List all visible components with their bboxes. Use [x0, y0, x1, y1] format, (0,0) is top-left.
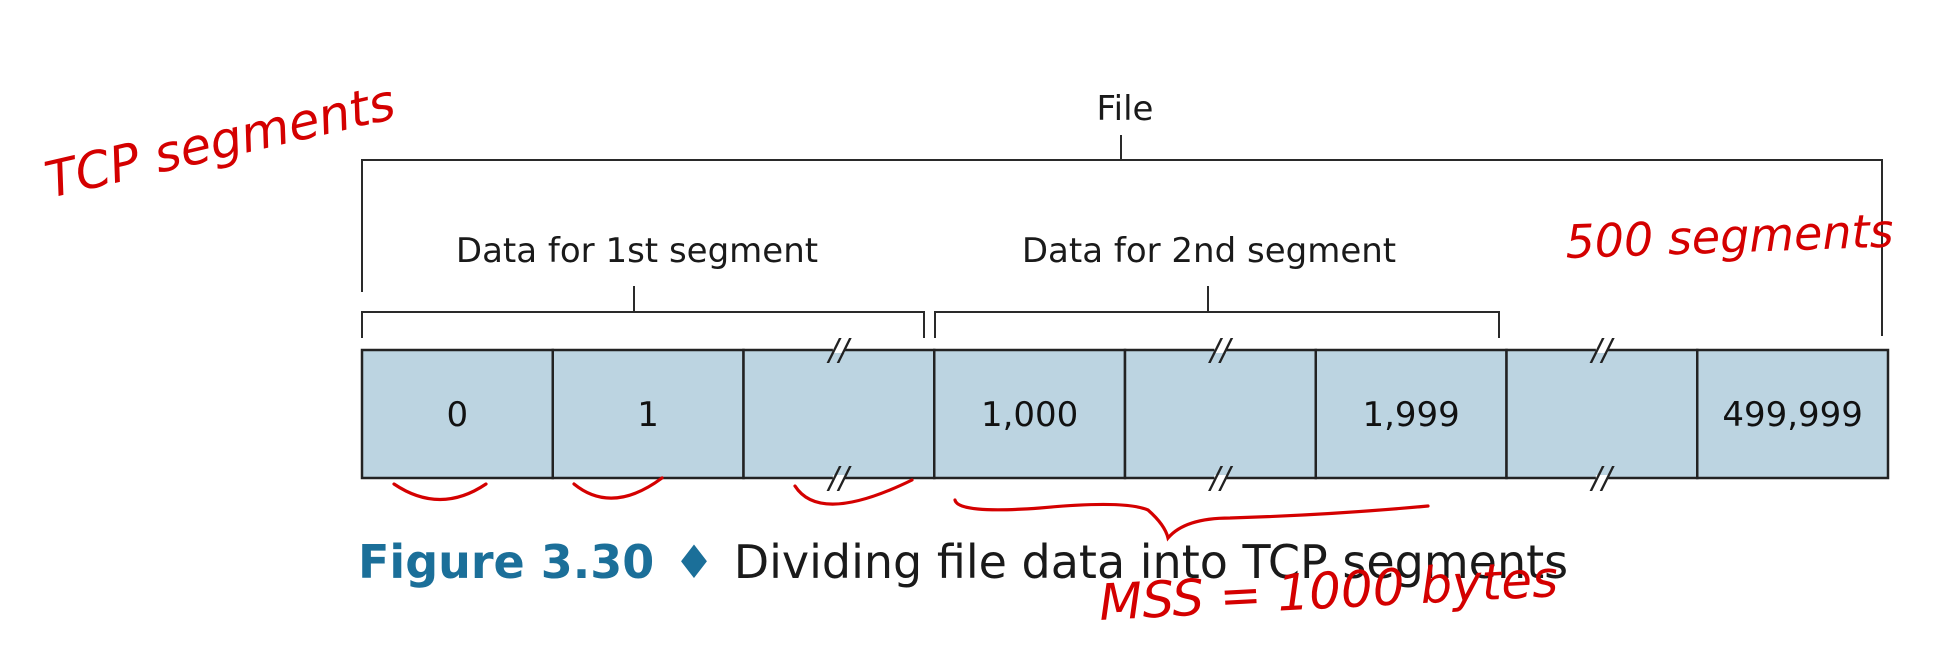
- break-mark-2-top: //: [826, 333, 852, 368]
- byte-cells: 0 1 1,000 1,999 499,999: [360, 348, 1890, 480]
- break-mark-6-bottom: //: [1589, 461, 1615, 496]
- break-mark-2-bottom: //: [826, 461, 852, 496]
- break-marks: // // // // // //: [826, 333, 1615, 496]
- break-mark-4-top: //: [1207, 333, 1233, 368]
- byte-cell-2: [742, 348, 936, 480]
- byte-cell-5: [1314, 348, 1508, 480]
- byte-cell-label-7: 499,999: [1722, 395, 1863, 435]
- figure-caption-text: Dividing file data into TCP segments: [734, 535, 1568, 589]
- byte-cell-7: [1696, 348, 1890, 480]
- file-bracket: [361, 135, 1883, 336]
- break-gap-6-bottom: [1595, 475, 1608, 481]
- byte-cell-0: [360, 348, 554, 480]
- handwritten-tcp-segments: TCP segments: [40, 73, 401, 210]
- segment2-label: Data for 2nd segment: [1022, 231, 1396, 271]
- byte-cell-label-1: 1: [637, 395, 659, 435]
- handwritten-segment-count: 500 segments: [1564, 204, 1894, 269]
- handwritten-braces: [392, 476, 1430, 542]
- break-gap-4-top: [1214, 347, 1227, 353]
- figure-caption: Figure 3.30 ♦ Dividing file data into TC…: [358, 535, 1568, 589]
- break-gap-6-top: [1595, 347, 1608, 353]
- segment1-bracket: [361, 286, 925, 338]
- byte-cell-label-3: 1,000: [981, 395, 1078, 435]
- figure-separator: ♦: [673, 535, 714, 589]
- byte-cell-label-0: 0: [447, 395, 469, 435]
- break-gap-4-bottom: [1214, 475, 1227, 481]
- break-mark-4-bottom: //: [1207, 461, 1233, 496]
- file-label: File: [1097, 89, 1154, 129]
- ink-brace-cell-2: [793, 478, 914, 506]
- byte-cell-4: [1123, 348, 1317, 480]
- byte-cell-6: [1505, 348, 1699, 480]
- figure-number: Figure 3.30: [358, 535, 654, 589]
- break-mark-6-top: //: [1589, 333, 1615, 368]
- byte-cell-3: [933, 348, 1127, 480]
- ink-brace-segment-2: [953, 498, 1430, 542]
- break-gap-2-top: [832, 347, 845, 353]
- break-gap-2-bottom: [832, 475, 845, 481]
- segment1-label: Data for 1st segment: [456, 231, 818, 271]
- byte-cell-1: [551, 348, 745, 480]
- ink-brace-cell-1: [572, 476, 664, 500]
- byte-cell-label-5: 1,999: [1362, 395, 1459, 435]
- ink-brace-cell-0: [392, 482, 488, 501]
- segment2-bracket: [934, 286, 1500, 338]
